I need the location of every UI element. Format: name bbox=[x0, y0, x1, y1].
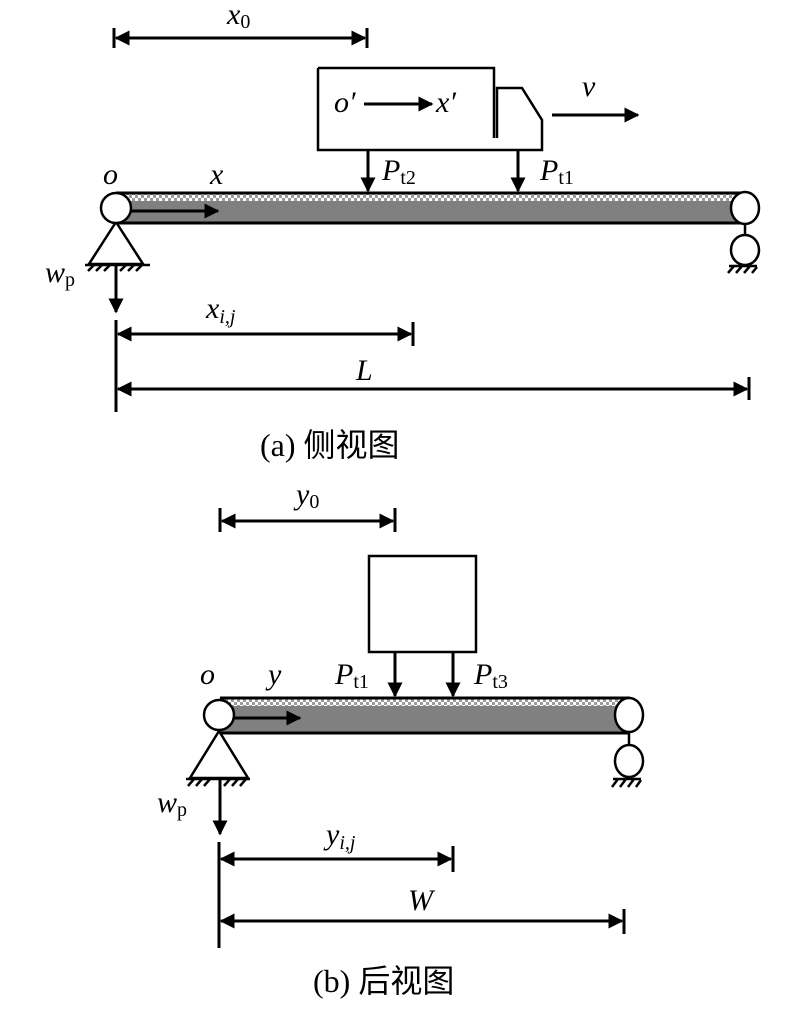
pin-support-left-rear bbox=[186, 698, 251, 787]
load-right-wheel: Pt3 bbox=[445, 652, 508, 698]
width-dimension: W bbox=[219, 884, 626, 934]
vehicle-side: o′ x′ bbox=[316, 66, 544, 152]
x0-label: x0 bbox=[226, 0, 250, 33]
origin-label: o bbox=[103, 158, 118, 191]
yij-dimension: yi,j bbox=[219, 818, 455, 872]
load-rear-axle: Pt2 bbox=[360, 150, 416, 193]
length-label: L bbox=[355, 354, 373, 387]
side-view: x0 o′ x′ v Pt2 Pt1 o x bbox=[45, 0, 761, 463]
origin-label-rear: o bbox=[200, 658, 215, 691]
load-front-label: Pt1 bbox=[539, 154, 574, 189]
vehicle-local-axis-label: x′ bbox=[435, 86, 456, 119]
beam-rear bbox=[220, 696, 630, 735]
width-label: W bbox=[408, 884, 436, 917]
load-front-axle: Pt1 bbox=[510, 150, 574, 193]
caption-side-view: (a) 侧视图 bbox=[260, 427, 400, 463]
length-dimension: L bbox=[116, 354, 751, 400]
y0-dimension: y0 bbox=[218, 478, 397, 532]
xij-dimension: xi,j bbox=[116, 292, 415, 346]
axis-y-label: y bbox=[265, 658, 282, 691]
roller-support-right bbox=[727, 190, 761, 274]
wp-label-rear: wp bbox=[157, 786, 187, 821]
load-left-label: Pt1 bbox=[334, 658, 369, 693]
vehicle-rear bbox=[367, 554, 478, 654]
rear-view: y0 Pt1 Pt3 o y bbox=[157, 478, 645, 999]
velocity-label: v bbox=[582, 70, 596, 103]
support-displacement-rear: wp bbox=[157, 779, 228, 836]
load-rear-label: Pt2 bbox=[381, 154, 416, 189]
x0-dimension: x0 bbox=[112, 0, 369, 48]
wp-label: wp bbox=[45, 256, 75, 291]
vehicle-local-origin-label: o′ bbox=[334, 86, 356, 119]
velocity-arrow: v bbox=[552, 70, 640, 123]
beam-side bbox=[116, 191, 746, 225]
xij-label: xi,j bbox=[205, 292, 236, 328]
caption-rear-view: (b) 后视图 bbox=[313, 963, 454, 999]
load-right-label: Pt3 bbox=[473, 658, 508, 693]
axis-x-label: x bbox=[209, 158, 224, 191]
load-left-wheel: Pt1 bbox=[334, 652, 403, 698]
y0-label: y0 bbox=[293, 478, 319, 513]
roller-support-right-rear bbox=[611, 696, 645, 788]
support-displacement: wp bbox=[45, 256, 124, 314]
yij-label: yi,j bbox=[323, 818, 356, 854]
